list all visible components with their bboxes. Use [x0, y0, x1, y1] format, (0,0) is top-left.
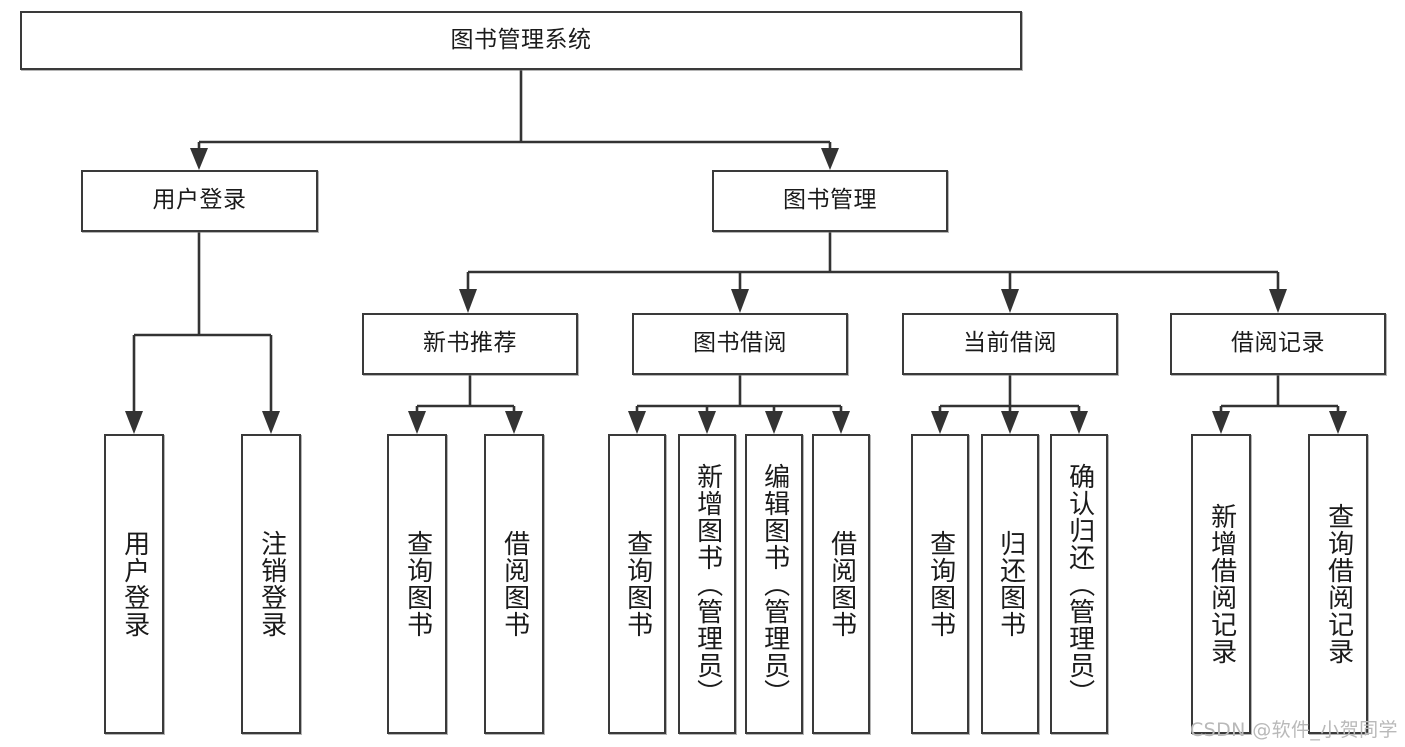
arrowhead-leaf-query-book-1	[408, 411, 426, 434]
arrowhead-user-login	[190, 148, 208, 170]
arrowhead-leaf-confirm-return	[1070, 411, 1088, 434]
node-leaf-user-logout[interactable]: 注销登录	[241, 434, 301, 734]
watermark-text: CSDN @软件_小贺同学	[1190, 719, 1398, 741]
node-book-borrow[interactable]: 图书借阅	[632, 313, 848, 375]
arrowhead-current-borrow	[1001, 289, 1019, 313]
arrowhead-borrow-record	[1269, 289, 1287, 313]
arrowhead-new-book-rec	[459, 289, 477, 313]
node-leaf-borrow-book-2-label: 借阅图书	[826, 530, 857, 638]
arrowhead-leaf-add-book	[698, 411, 716, 434]
node-leaf-add-record[interactable]: 新增借阅记录	[1191, 434, 1251, 734]
node-leaf-query-book-1[interactable]: 查询图书	[387, 434, 447, 734]
node-leaf-query-book-2[interactable]: 查询图书	[608, 434, 666, 734]
node-new-book-rec-label: 新书推荐	[423, 330, 517, 357]
arrowhead-leaf-add-record	[1212, 411, 1230, 434]
node-root-label: 图书管理系统	[450, 26, 592, 53]
node-leaf-query-record[interactable]: 查询借阅记录	[1308, 434, 1368, 734]
arrowhead-leaf-query-book-3	[931, 411, 949, 434]
node-leaf-return-book-label: 归还图书	[995, 530, 1026, 638]
node-leaf-add-book[interactable]: 新增图书（管理员）	[678, 434, 736, 734]
node-leaf-add-book-label: 新增图书（管理员）	[692, 462, 723, 706]
node-leaf-query-record-label: 查询借阅记录	[1323, 503, 1354, 665]
node-leaf-confirm-return-label: 确认归还（管理员）	[1064, 462, 1095, 706]
arrowhead-leaf-edit-book	[765, 411, 783, 434]
node-leaf-query-book-3-label: 查询图书	[925, 530, 956, 638]
node-book-borrow-label: 图书借阅	[693, 330, 787, 357]
node-leaf-query-book-3[interactable]: 查询图书	[911, 434, 969, 734]
node-book-manage-label: 图书管理	[783, 187, 877, 214]
node-leaf-edit-book[interactable]: 编辑图书（管理员）	[745, 434, 803, 734]
arrowhead-leaf-query-record	[1329, 411, 1347, 434]
node-user-login-label: 用户登录	[152, 187, 247, 214]
node-user-login[interactable]: 用户登录	[81, 170, 318, 232]
node-borrow-record-label: 借阅记录	[1231, 330, 1325, 357]
node-leaf-user-login-label: 用户登录	[119, 530, 150, 638]
arrowhead-leaf-query-book-2	[628, 411, 646, 434]
node-leaf-return-book[interactable]: 归还图书	[981, 434, 1039, 734]
node-leaf-user-login[interactable]: 用户登录	[104, 434, 164, 734]
arrowhead-leaf-user-login	[125, 411, 143, 434]
node-book-manage[interactable]: 图书管理	[712, 170, 948, 232]
node-leaf-edit-book-label: 编辑图书（管理员）	[759, 462, 790, 706]
node-leaf-borrow-book-2[interactable]: 借阅图书	[812, 434, 870, 734]
node-root[interactable]: 图书管理系统	[20, 11, 1022, 70]
arrowhead-leaf-borrow-book-1	[505, 411, 523, 434]
arrowhead-leaf-user-logout	[262, 411, 280, 434]
arrowhead-leaf-return-book	[1001, 411, 1019, 434]
node-current-borrow-label: 当前借阅	[963, 330, 1057, 357]
node-leaf-borrow-book-1[interactable]: 借阅图书	[484, 434, 544, 734]
node-current-borrow[interactable]: 当前借阅	[902, 313, 1118, 375]
node-leaf-user-logout-label: 注销登录	[256, 530, 287, 638]
arrowhead-leaf-borrow-book-2	[832, 411, 850, 434]
node-borrow-record[interactable]: 借阅记录	[1170, 313, 1386, 375]
node-new-book-rec[interactable]: 新书推荐	[362, 313, 578, 375]
arrowhead-book-manage	[821, 148, 839, 170]
arrowhead-book-borrow	[731, 289, 749, 313]
node-leaf-query-book-2-label: 查询图书	[622, 530, 653, 638]
node-leaf-query-book-1-label: 查询图书	[402, 530, 433, 638]
node-leaf-confirm-return[interactable]: 确认归还（管理员）	[1050, 434, 1108, 734]
node-leaf-add-record-label: 新增借阅记录	[1206, 503, 1237, 665]
node-leaf-borrow-book-1-label: 借阅图书	[499, 530, 530, 638]
